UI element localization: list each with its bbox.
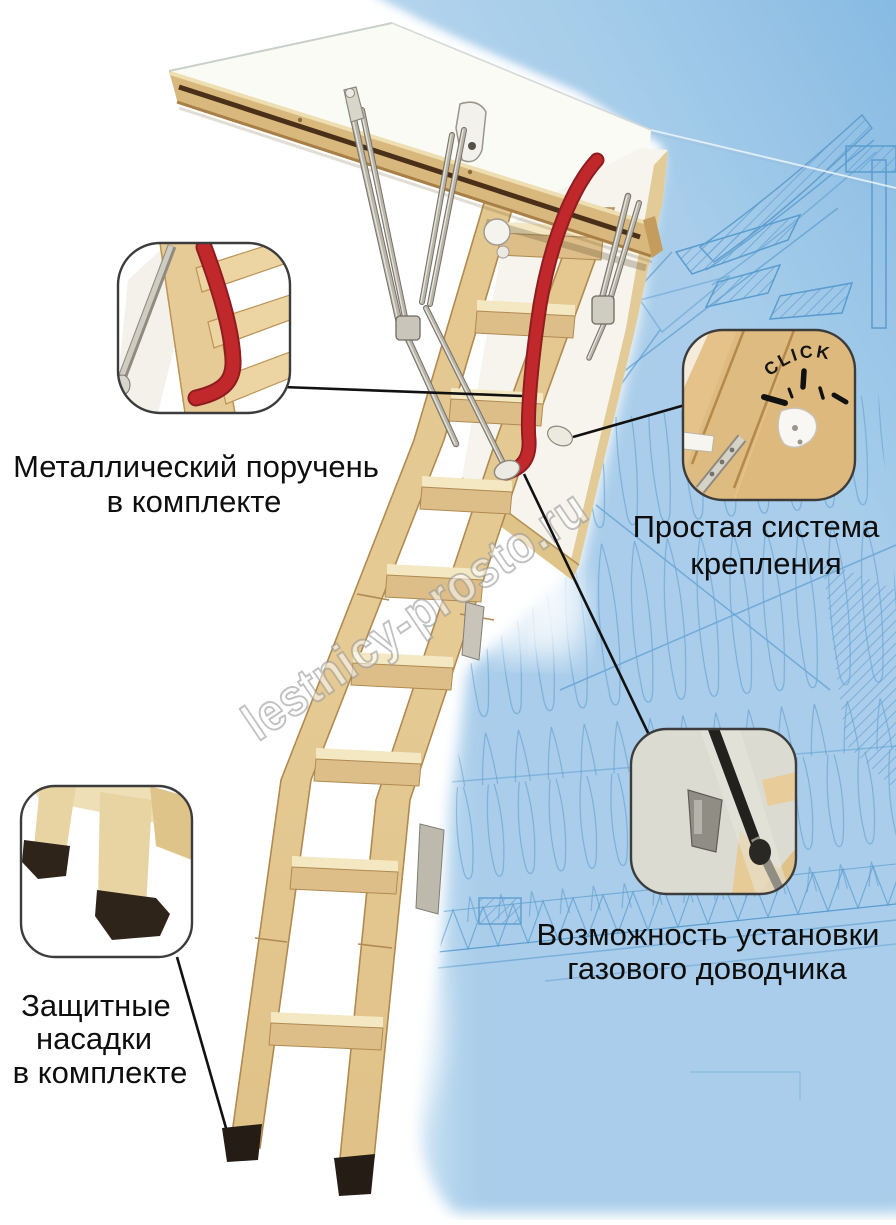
svg-text:Защитные: Защитные: [21, 988, 171, 1023]
svg-text:насадки: насадки: [36, 1021, 152, 1056]
svg-text:газового доводчика: газового доводчика: [567, 951, 847, 986]
svg-text:крепления: крепления: [690, 546, 841, 581]
svg-text:Возможность установки: Возможность установки: [537, 917, 880, 952]
svg-text:в комплекте: в комплекте: [13, 1055, 188, 1090]
svg-text:в комплекте: в комплекте: [107, 484, 282, 519]
svg-text:Металлический поручень: Металлический поручень: [13, 449, 379, 484]
svg-text:Простая система: Простая система: [633, 509, 880, 544]
